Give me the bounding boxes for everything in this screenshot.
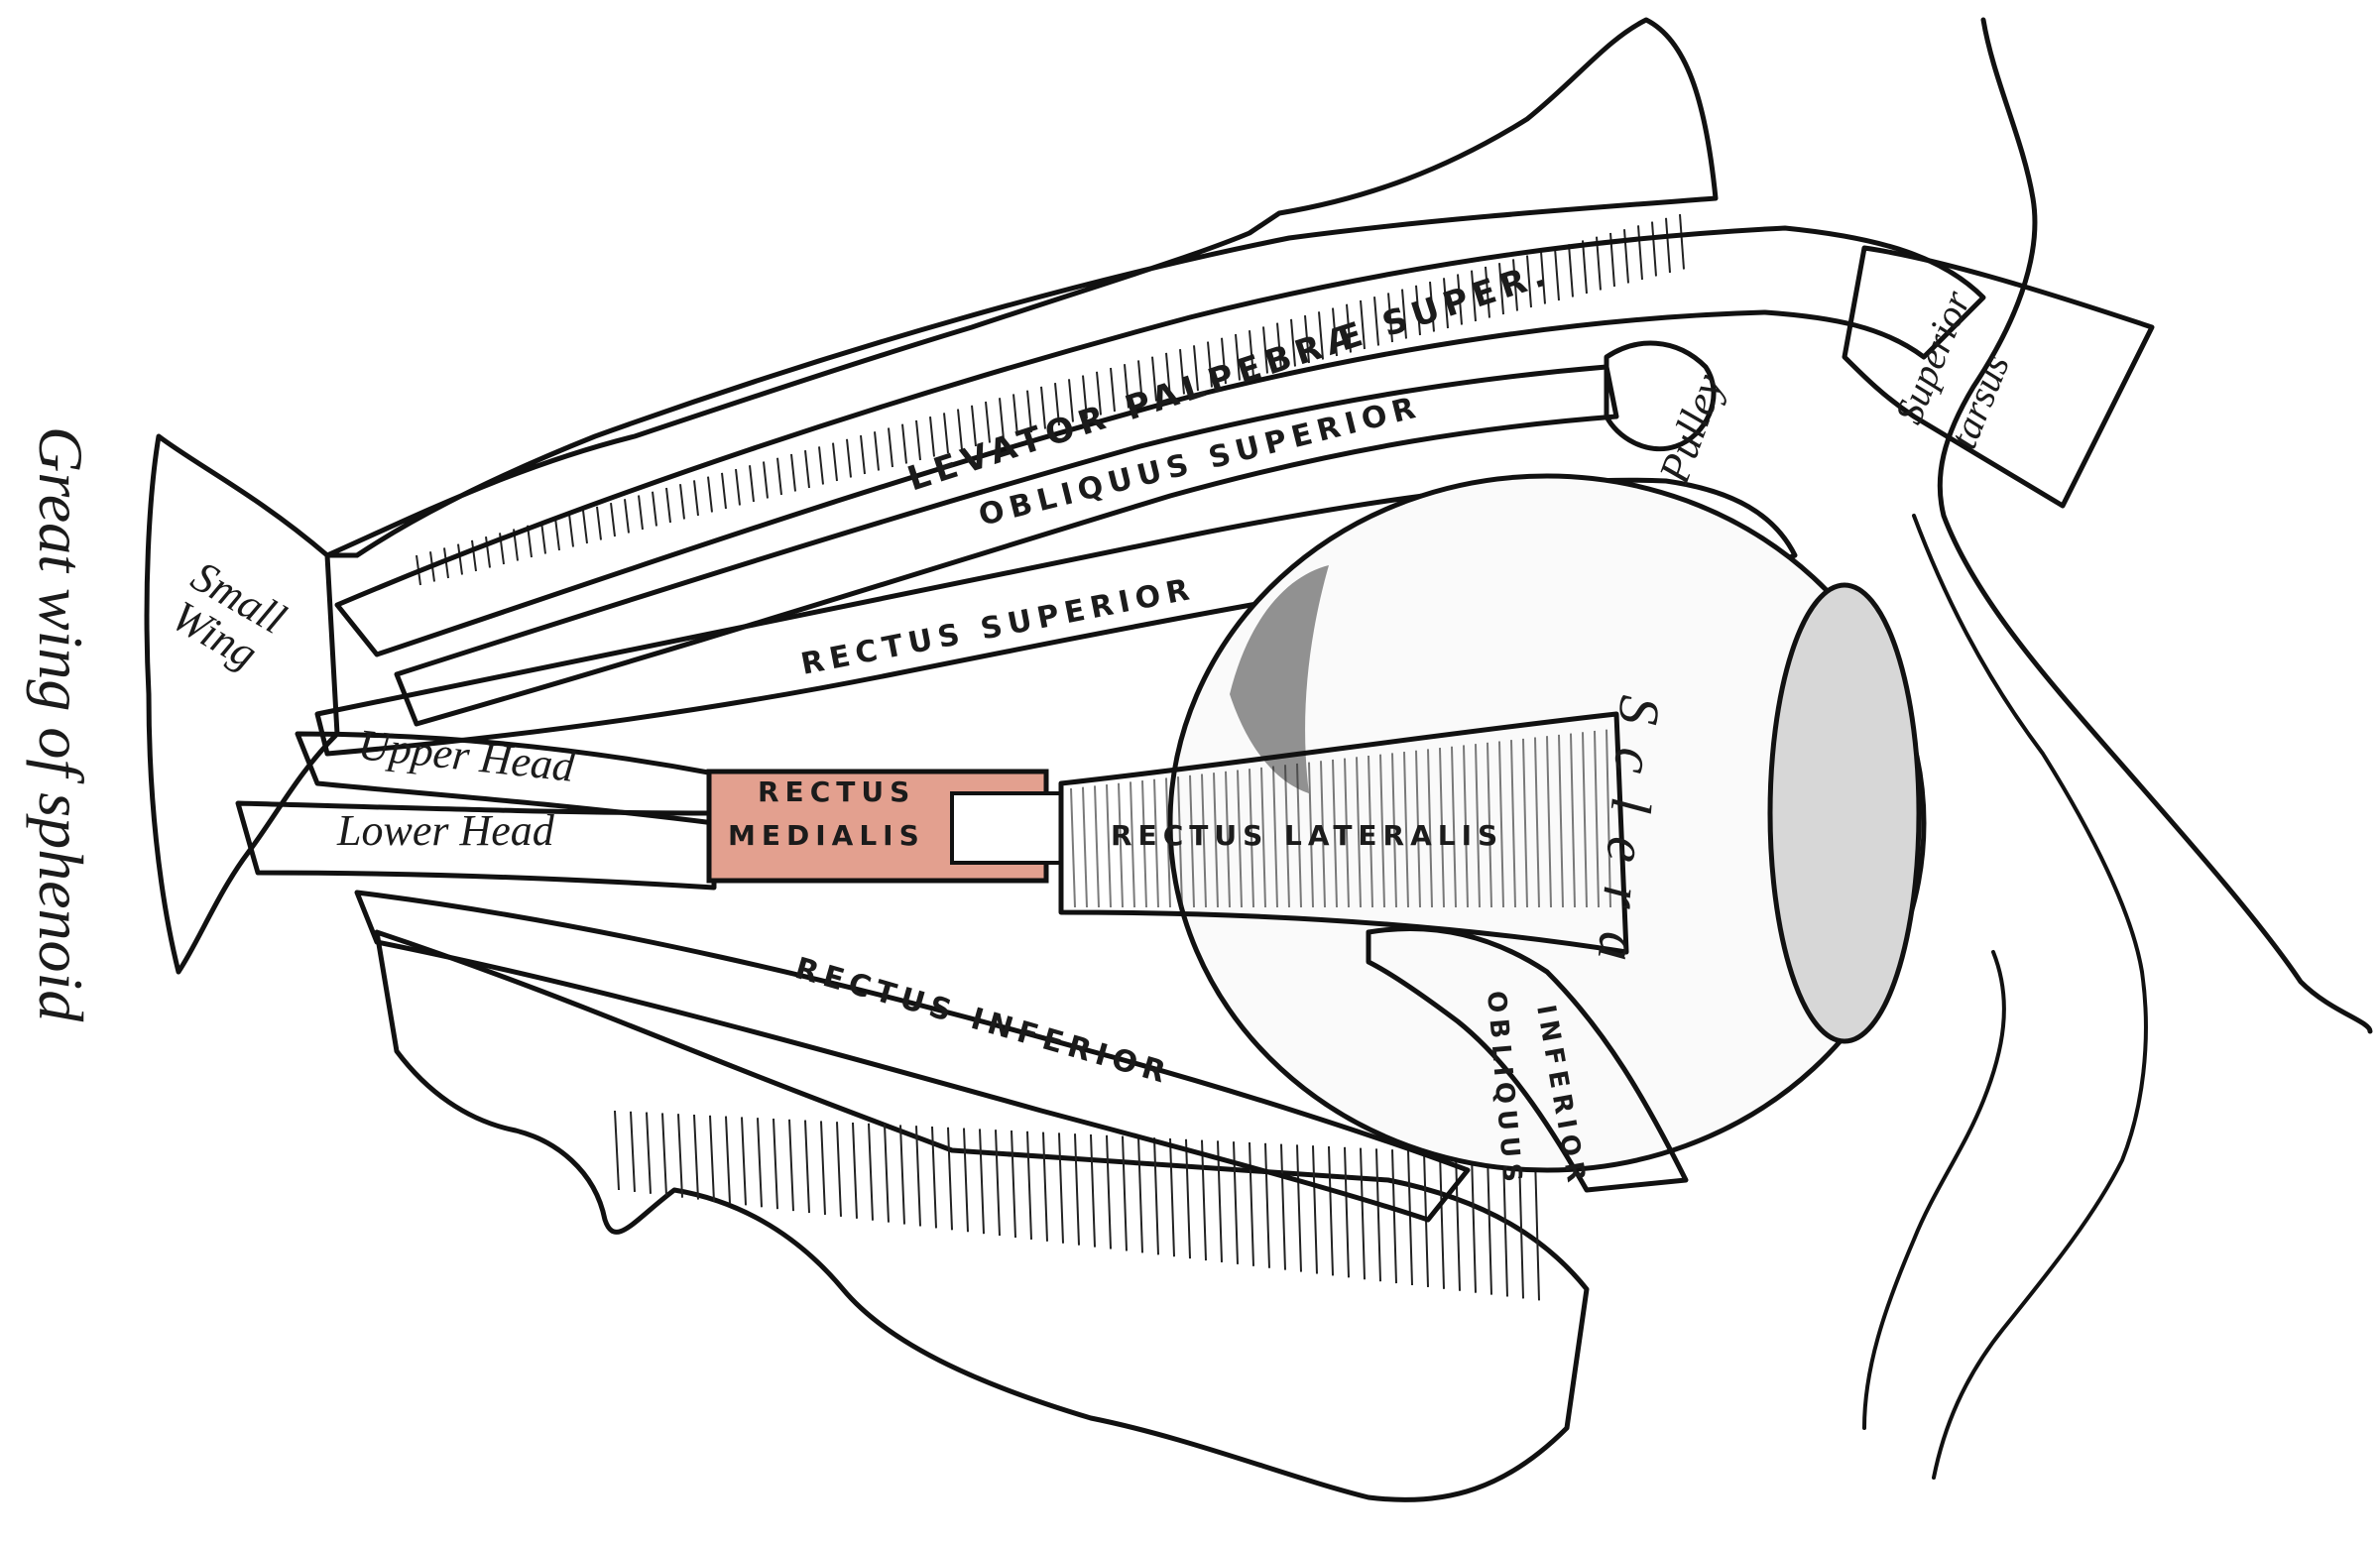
obliquus-superior-muscle <box>394 364 1619 727</box>
muscle-fibers <box>1070 729 1611 908</box>
rectus-inferior-muscle <box>354 890 1471 1223</box>
rectus-lateralis-muscle <box>1058 711 1629 955</box>
roof-hatching <box>416 213 1685 586</box>
floor-hatching <box>614 1110 1540 1301</box>
rectus-medialis-label-line2: MEDIALIS <box>728 819 925 852</box>
tendon-segment <box>950 791 1063 865</box>
pulley <box>1604 340 1717 452</box>
obliquus-inferior-muscle <box>1366 925 1689 1193</box>
levator-palpebrae-muscle <box>334 225 1986 657</box>
eyeball <box>1167 473 1927 1173</box>
rectus-lateralis-label: RECTUS LATERALIS <box>1111 819 1503 852</box>
superior-tarsus <box>1842 245 2155 509</box>
lower-head-muscle <box>235 800 717 891</box>
pulley-label: Pulley <box>1649 368 1733 491</box>
orbital-roof-bone <box>324 17 1719 558</box>
face-outline <box>1937 17 2373 1034</box>
small-wing-bone <box>144 433 340 975</box>
face-inner-outline <box>1912 514 2148 1480</box>
side-caption-label: Great wing of sphenoid <box>26 426 96 1022</box>
eyeball-shading <box>1230 565 1329 793</box>
cornea <box>1767 582 1922 1044</box>
orbital-floor-bone <box>374 929 1590 1502</box>
rectus-medialis-label-line1: RECTUS <box>758 775 915 808</box>
lower-head-label: Lower Head <box>336 806 555 855</box>
rectus-inferior-label: RECTUS INFERIOR <box>791 951 1175 1092</box>
cheek-outline <box>1862 950 2006 1430</box>
